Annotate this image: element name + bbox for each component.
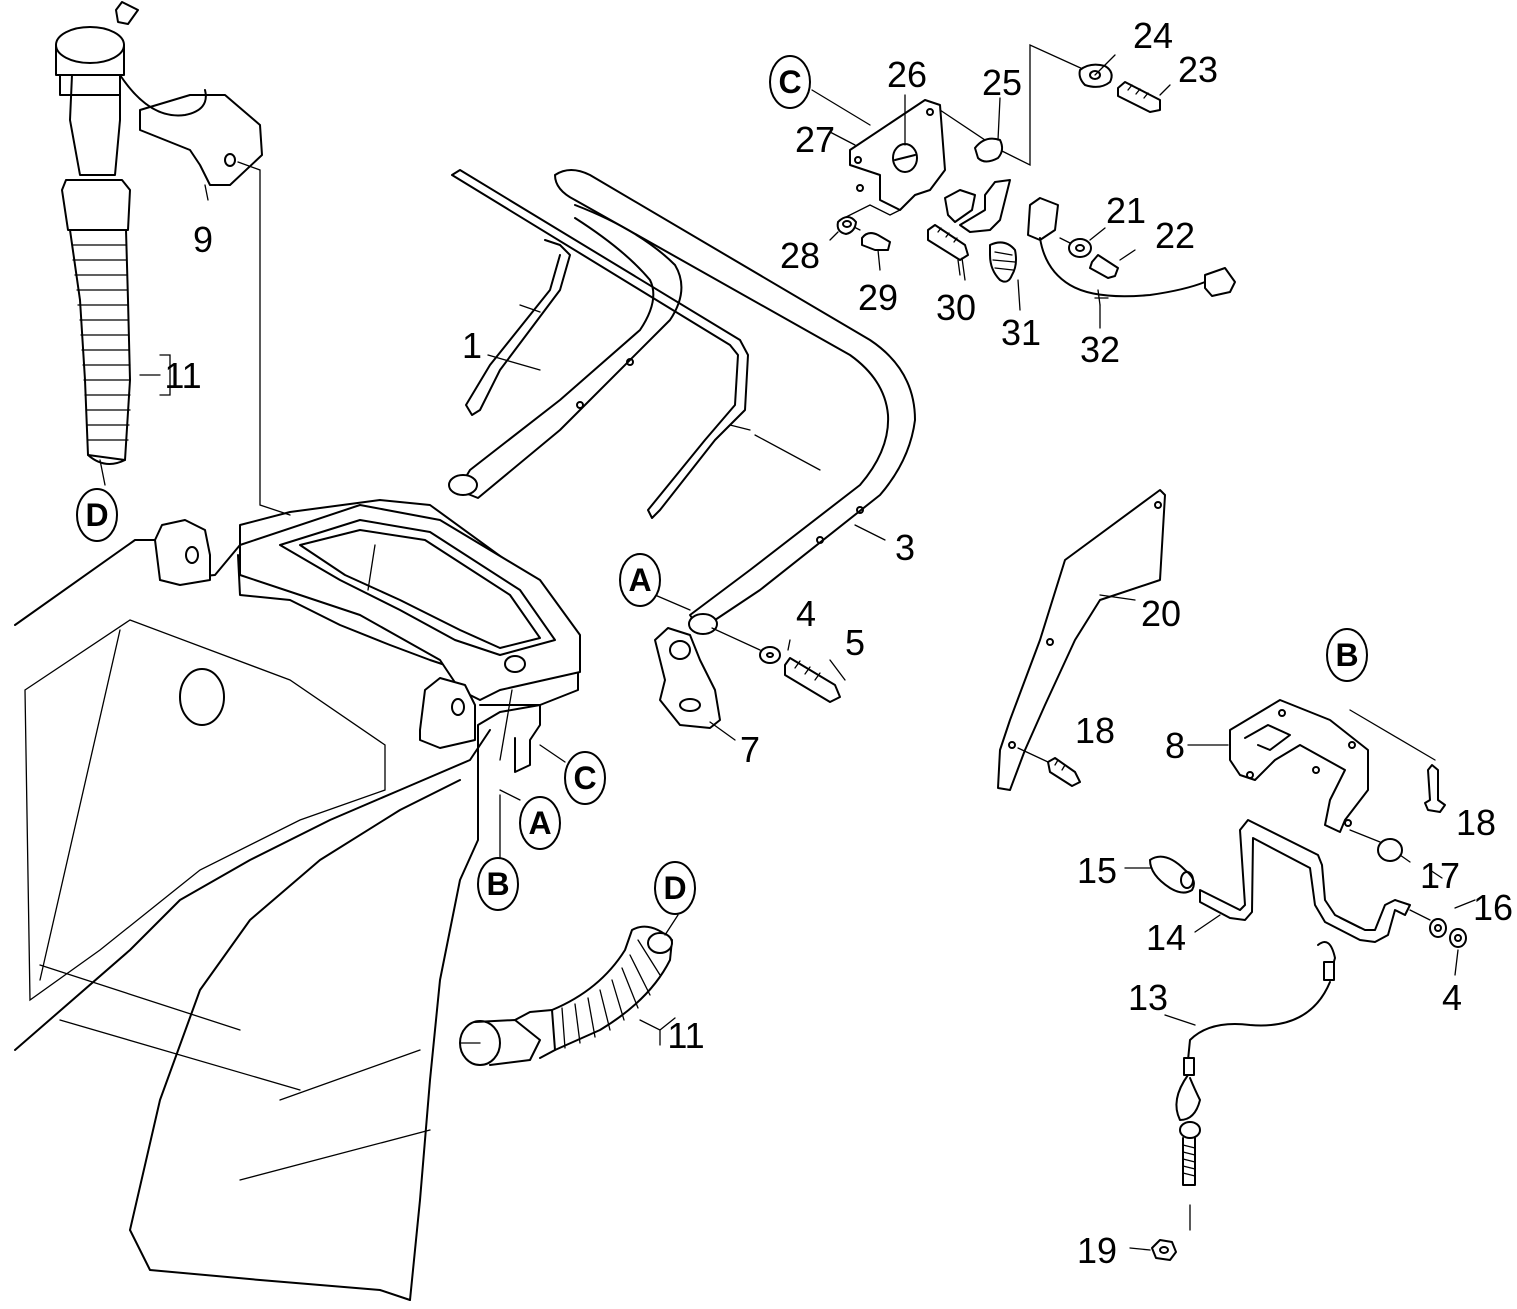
crank-rod-14 <box>1149 819 1467 976</box>
part-label-11: 11 <box>164 355 201 396</box>
switch-mount-assembly <box>811 43 1236 329</box>
part-label-28: 28 <box>780 235 820 276</box>
marker-letter: C <box>573 760 596 796</box>
marker-d-top: D <box>76 488 118 542</box>
part-label-7: 7 <box>740 729 760 770</box>
part-label-11: 11 <box>667 1015 704 1056</box>
marker-a-right: A <box>619 553 661 607</box>
part-label-31: 31 <box>1001 312 1041 353</box>
part-label-3: 3 <box>895 527 915 568</box>
part-label-5: 5 <box>845 622 865 663</box>
part-label-32: 32 <box>1080 329 1120 370</box>
part-number-labels: 1 3 4 4 5 7 8 9 11 11 13 14 15 16 17 18 … <box>164 15 1513 1271</box>
part-label-15: 15 <box>1077 850 1117 891</box>
part-label-24: 24 <box>1133 15 1173 56</box>
hose-left-with-filler <box>55 1 139 486</box>
part-label-9: 9 <box>193 219 213 260</box>
part-label-16: 16 <box>1473 887 1513 928</box>
part-label-4: 4 <box>1442 977 1462 1018</box>
marker-letter: D <box>85 497 108 533</box>
marker-letter: D <box>663 870 686 906</box>
part-label-14: 14 <box>1146 917 1186 958</box>
part-label-22: 22 <box>1155 215 1195 256</box>
part-label-21: 21 <box>1106 190 1146 231</box>
hose-lower-11 <box>459 914 679 1066</box>
part-label-26: 26 <box>887 54 927 95</box>
tank-body <box>14 499 581 1301</box>
marker-letter: C <box>778 64 801 100</box>
part-label-18: 18 <box>1075 710 1115 751</box>
panel-20 <box>997 489 1166 791</box>
marker-letter: A <box>528 805 551 841</box>
marker-b-right: B <box>1326 628 1368 682</box>
part-label-1: 1 <box>462 325 482 366</box>
marker-a-lower: A <box>519 796 561 850</box>
handle-tube-3 <box>448 169 916 635</box>
bracket-9 <box>119 74 291 516</box>
handle-rod-1 <box>451 169 821 519</box>
marker-d-lower: D <box>654 861 696 915</box>
bracket-7 <box>654 627 721 729</box>
marker-b-lower: B <box>477 857 519 911</box>
part-label-17: 17 <box>1420 855 1460 896</box>
part-label-4: 4 <box>796 593 816 634</box>
part-label-25: 25 <box>982 62 1022 103</box>
part-label-18: 18 <box>1456 802 1496 843</box>
leader-lines <box>139 54 1476 1251</box>
marker-letter: B <box>1335 637 1358 673</box>
marker-c-top: C <box>769 55 811 109</box>
part-label-19: 19 <box>1077 1230 1117 1271</box>
marker-letter: B <box>486 866 509 902</box>
cable-13-assembly <box>1151 941 1336 1261</box>
part-label-29: 29 <box>858 277 898 318</box>
marker-letter: A <box>628 562 651 598</box>
marker-c-lower: C <box>564 751 606 805</box>
washer-4-and-screw-5 <box>711 627 841 703</box>
part-label-13: 13 <box>1128 977 1168 1018</box>
part-label-8: 8 <box>1165 725 1185 766</box>
bracket-8 <box>1229 699 1446 863</box>
part-label-23: 23 <box>1178 49 1218 90</box>
part-label-30: 30 <box>936 287 976 328</box>
connection-markers: C D A C A B D B <box>76 55 1368 915</box>
part-label-20: 20 <box>1141 593 1181 634</box>
part-label-27: 27 <box>795 119 835 160</box>
